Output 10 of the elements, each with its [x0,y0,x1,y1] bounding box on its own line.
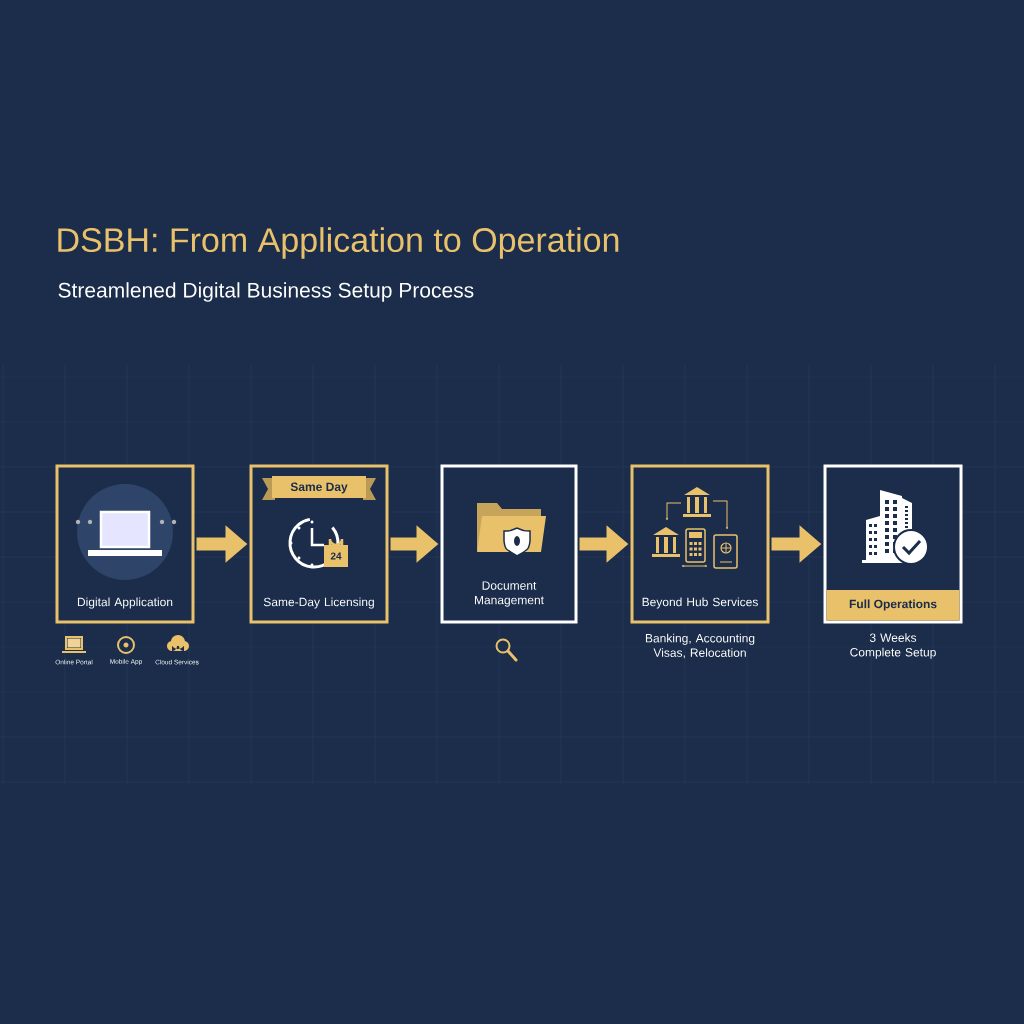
note-text: 3 Weeks Complete Setup [850,633,936,659]
caption: Streamlened Digital Business Setup Process [58,282,474,302]
process-box: Document Management [440,464,578,624]
process-box: Same Day 24 Same-Day Licensing [249,464,389,624]
process-box: Full Operations [823,464,963,624]
process-box: Beyond Hub Services [630,464,770,624]
diagram-title: DSBH: From Application to Operation [58,227,619,259]
ribbon-banner: Same Day [262,476,376,500]
note-text: Banking, Accounting Visas, Relocation [645,633,755,659]
process-box: Digital Application [55,464,195,624]
